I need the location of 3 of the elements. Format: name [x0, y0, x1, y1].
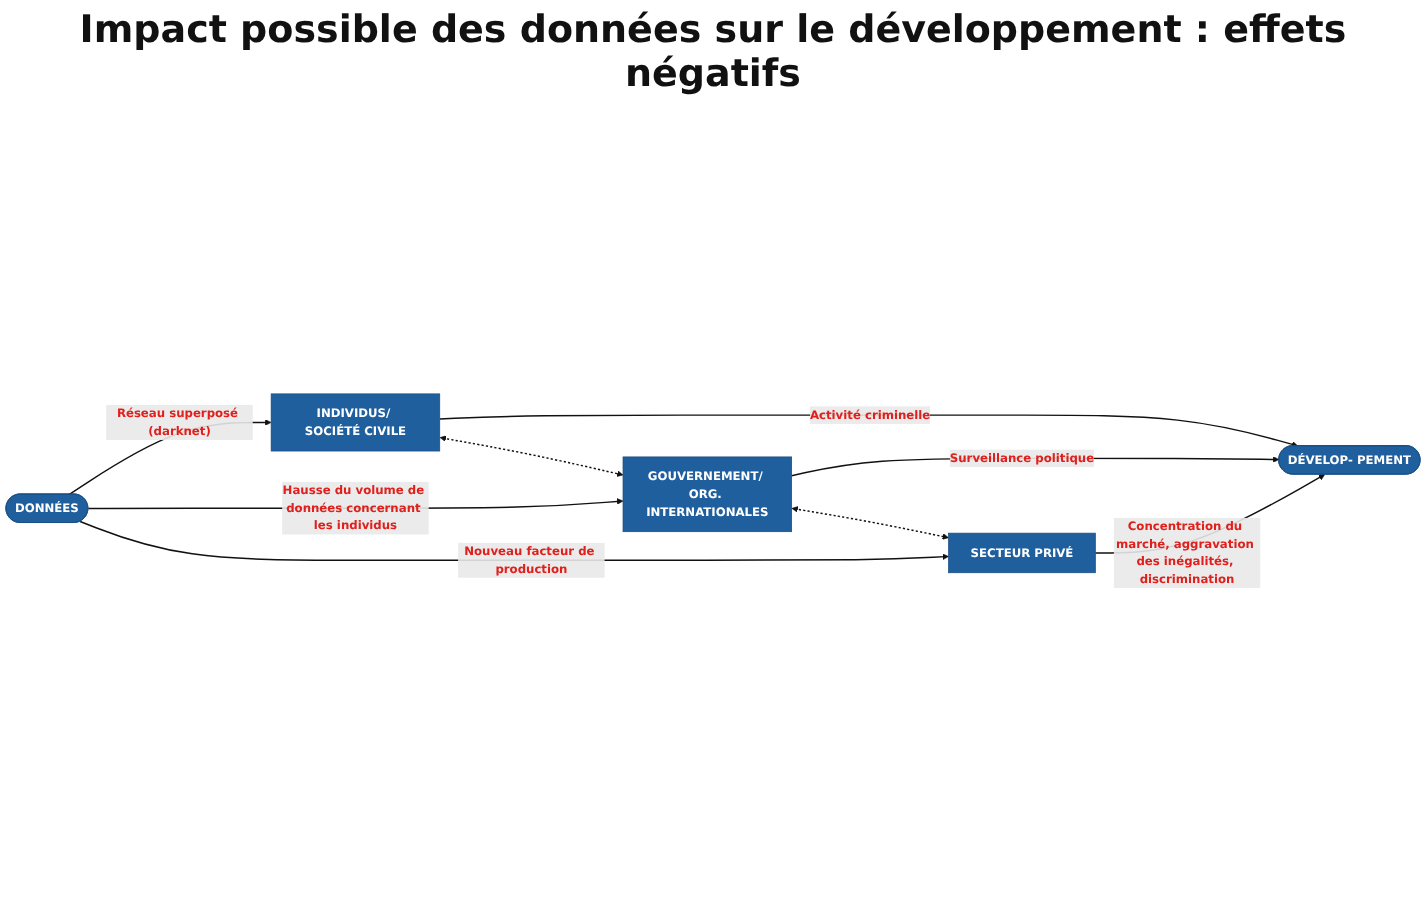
diagram-title: Impact possible des données sur le développement : effets négatifs	[77, 8, 1349, 96]
arrow	[439, 434, 624, 476]
arrow	[791, 505, 949, 539]
